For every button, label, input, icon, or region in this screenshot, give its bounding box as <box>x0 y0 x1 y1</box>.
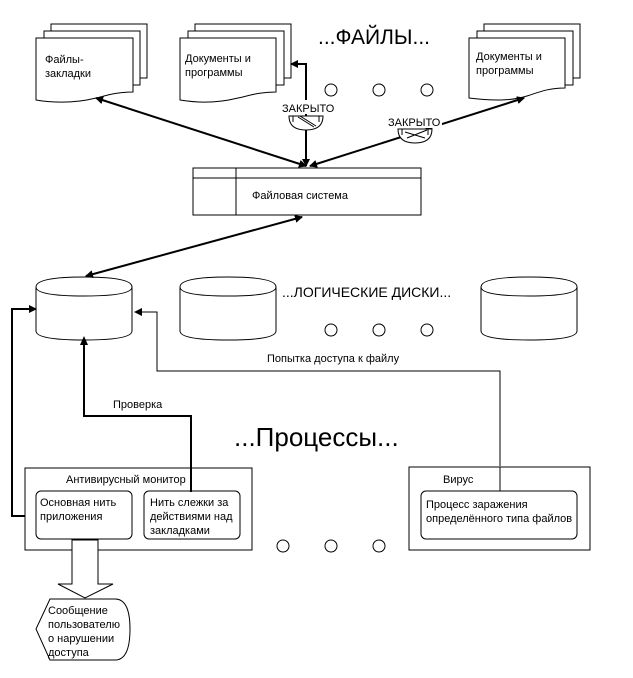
file-system-block: Файловая система <box>192 167 422 216</box>
arrow-bookmarks-filesystem <box>95 96 307 168</box>
ellipsis-dot <box>372 323 386 337</box>
document-bookmark-files-line-1: Файлы- <box>45 54 84 66</box>
ellipsis-dot <box>324 539 338 553</box>
check-label: Проверка <box>113 399 163 411</box>
user-message-line-3: о нарушении <box>48 633 114 645</box>
document-bookmark-files: Файлы- закладки <box>35 23 148 103</box>
disks-ellipsis-markers <box>324 323 434 337</box>
document-bookmark-files-line-2: закладки <box>45 68 91 80</box>
arrow-filesystem-disk <box>85 214 303 279</box>
file-access-attempt-label: Попытка доступа к файлу <box>267 353 400 365</box>
document-docs-programs-1-line-2: программы <box>185 67 243 79</box>
infection-process-box <box>420 490 578 540</box>
document-docs-programs-2-line-1: Документы и <box>476 51 542 63</box>
ellipsis-dot <box>372 83 386 97</box>
document-docs-programs-2-line-2: программы <box>476 65 534 77</box>
connector-file-access-attempt <box>138 311 501 466</box>
arrow-filesystem-docs1 <box>290 60 310 167</box>
connector-check <box>83 342 192 492</box>
document-docs-programs-2: Документы и программы <box>468 23 581 101</box>
infection-process-line-1: Процесс заражения <box>426 499 528 511</box>
main-thread-box <box>35 490 133 540</box>
connector-main-thread-disk <box>11 308 33 517</box>
logical-disk-main <box>35 276 133 341</box>
logical-disk-3 <box>480 276 578 341</box>
document-docs-programs-1: Документы и программы <box>179 23 292 103</box>
ellipsis-dot <box>324 323 338 337</box>
logical-disks-section-title: ...ЛОГИЧЕСКИЕ ДИСКИ... <box>282 284 451 300</box>
files-ellipsis-markers <box>324 83 434 97</box>
files-section-title: ...ФАЙЛЫ... <box>318 25 430 49</box>
logical-disk-2 <box>179 276 277 341</box>
ellipsis-dot <box>324 83 338 97</box>
lock-closed-2-label: ЗАКРЫТО <box>388 117 441 129</box>
user-message-block: Сообщение пользователю о нарушении досту… <box>35 598 131 661</box>
antivirus-monitor-title: Антивирусный монитор <box>66 474 186 486</box>
document-docs-programs-1-line-1: Документы и <box>185 53 251 65</box>
user-message-line-1: Сообщение <box>48 605 108 617</box>
main-thread-line-2: приложения <box>40 511 102 523</box>
watch-thread-line-1: Нить слежки за <box>150 497 229 509</box>
block-arrow-to-user-message <box>57 539 114 599</box>
virus-title: Вирус <box>443 474 474 486</box>
ellipsis-dot <box>420 83 434 97</box>
lock-closed-1-label: ЗАКРЫТО <box>282 103 335 115</box>
antivirus-monitor-block: Антивирусный монитор Основная нить прило… <box>24 467 253 551</box>
watch-thread-line-3: закладками <box>150 525 210 537</box>
user-message-line-4: доступа <box>48 647 90 659</box>
processes-ellipsis-markers <box>276 539 386 553</box>
main-thread-line-1: Основная нить <box>40 497 117 509</box>
ellipsis-dot <box>420 323 434 337</box>
user-message-line-2: пользователю <box>48 619 120 631</box>
watch-thread-line-2: действиями над <box>150 511 233 523</box>
ellipsis-dot <box>372 539 386 553</box>
ellipsis-dot <box>276 539 290 553</box>
file-system-label: Файловая система <box>252 190 349 202</box>
lock-closed-1: ЗАКРЫТО <box>280 100 335 131</box>
processes-section-title: ...Процессы... <box>234 422 399 452</box>
lock-closed-2: ЗАКРЫТО <box>386 114 442 144</box>
infection-process-line-2: определённого типа файлов <box>426 513 572 525</box>
